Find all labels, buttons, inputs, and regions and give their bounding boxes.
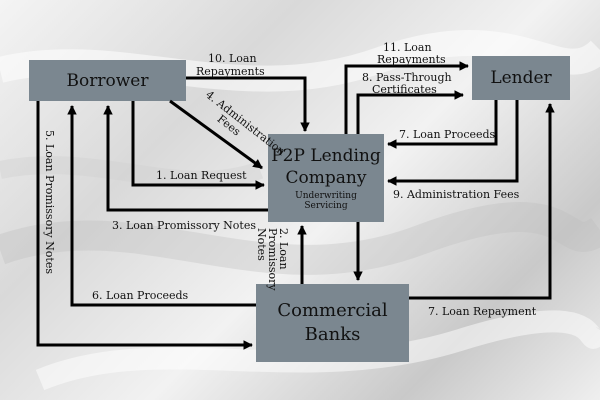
- arrow-5-loan-promissory-notes: [36, 101, 253, 350]
- borrower-label: Borrower: [66, 70, 149, 91]
- arrow-9-administration-fees: [387, 100, 519, 186]
- commercial-banks-box: Commercial Banks: [256, 284, 409, 362]
- label-5: 5. Loan Promissory Notes: [43, 130, 56, 274]
- arrow-1-loan-request: [131, 101, 265, 190]
- arrow-3-loan-promissory-notes: [103, 105, 268, 212]
- arrow-4b: [143, 101, 262, 160]
- p2p-lending-company-box: P2P Lending Company Underwriting Servici…: [268, 134, 384, 222]
- lender-label: Lender: [490, 68, 552, 88]
- label-1: 1. Loan Request: [156, 169, 247, 182]
- p2p-title: P2P Lending Company: [271, 146, 381, 188]
- label-7b: 7. Loan Repayment: [428, 305, 537, 318]
- label-3: 3. Loan Promissory Notes: [112, 219, 256, 232]
- label-8: 8. Pass-Through: [362, 71, 452, 84]
- label-8-line2: Certificates: [372, 83, 437, 96]
- borrower-box: Borrower: [29, 60, 186, 101]
- label-9: 9. Administration Fees: [393, 188, 520, 201]
- arrow-7-loan-proceeds: [387, 100, 498, 149]
- arrow-10-loan-repayments: [186, 76, 310, 132]
- label-11-line2: Repayments: [377, 53, 446, 66]
- arrow-7-loan-repayment: [409, 103, 555, 300]
- p2p-sub-underwriting: Underwriting: [295, 191, 357, 201]
- label-10-line2: Repayments: [196, 65, 265, 78]
- arrow-11-loan-repayments: [344, 61, 469, 134]
- lender-box: Lender: [472, 56, 570, 100]
- label-7a: 7. Loan Proceeds: [399, 128, 496, 141]
- banks-label: Commercial Banks: [277, 300, 388, 345]
- label-2: 2. Loan: [277, 228, 290, 270]
- label-2-line2: Promissory: [266, 228, 279, 291]
- label-2-line3: Notes: [255, 228, 268, 261]
- arrow-8-pass-through-certificates: [356, 90, 464, 134]
- p2p-sub-servicing: Servicing: [304, 201, 348, 211]
- label-11: 11. Loan: [383, 41, 432, 54]
- label-10: 10. Loan: [208, 52, 257, 65]
- arrow-6-loan-proceeds: [67, 105, 256, 307]
- label-6: 6. Loan Proceeds: [92, 289, 189, 302]
- arrow-4-administration-fees: [169, 99, 263, 170]
